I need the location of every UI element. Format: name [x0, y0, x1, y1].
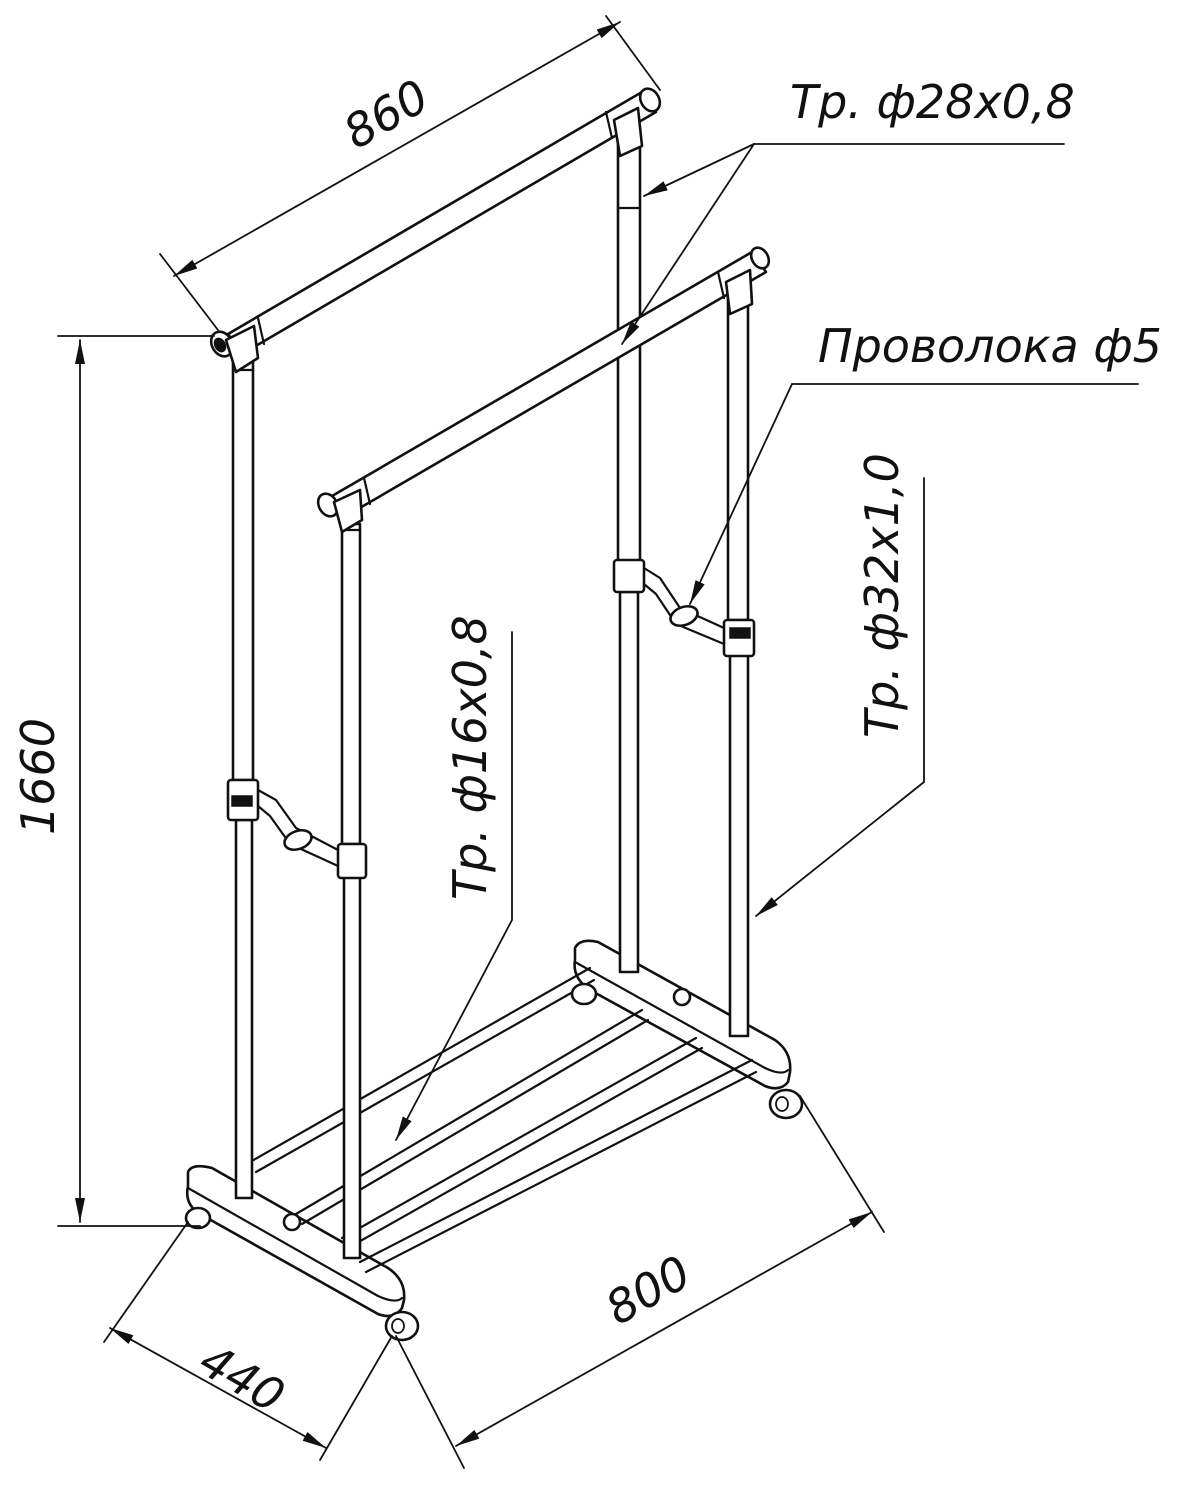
upright-back-left-upper: [231, 360, 255, 782]
callout-bottom-tube: Тр. ф16х0,8: [395, 615, 513, 1141]
top-bar-front: [316, 246, 771, 534]
callout-vertical-tube-label: Тр. ф32х1,0: [855, 453, 909, 738]
wheel-back-right: [768, 1088, 804, 1120]
base-frame: [184, 939, 804, 1342]
callout-top-bar: Тр. ф28х0,8: [621, 75, 1075, 345]
dimension-base-width: 800: [395, 1095, 885, 1469]
wheel-front-right: [384, 1310, 420, 1342]
upright-front-right-lower: [728, 652, 750, 1038]
dimension-800-label: 800: [597, 1245, 700, 1336]
wire-shelf-right: [612, 558, 756, 658]
foot-back-right: [573, 939, 792, 1090]
dimension-1660-label: 1660: [11, 718, 65, 835]
dimension-height: 1660: [11, 335, 215, 1227]
dimension-top-width: 860: [159, 15, 661, 331]
wire-shelf-left: [226, 778, 368, 880]
wheel-front-left: [184, 1206, 212, 1230]
callout-vertical-tube: Тр. ф32х1,0: [755, 453, 925, 917]
uprights: [231, 140, 750, 1260]
callout-bottom-tube-label: Тр. ф16х0,8: [443, 615, 497, 900]
dimension-860-label: 860: [335, 69, 438, 160]
upright-back-right-lower: [618, 590, 640, 974]
upright-front-left-lower: [342, 874, 362, 1260]
callout-wire: Проволока ф5: [689, 319, 1162, 605]
wheel-back-left: [570, 982, 598, 1006]
callout-top-bar-label: Тр. ф28х0,8: [790, 75, 1075, 129]
upright-back-left-lower: [234, 818, 254, 1200]
upright-front-left-upper: [340, 522, 362, 846]
callout-wire-label: Проволока ф5: [818, 319, 1162, 373]
upright-front-right-upper: [726, 294, 750, 622]
dimension-440-label: 440: [191, 1333, 294, 1424]
foot-front-left: [185, 1164, 406, 1318]
